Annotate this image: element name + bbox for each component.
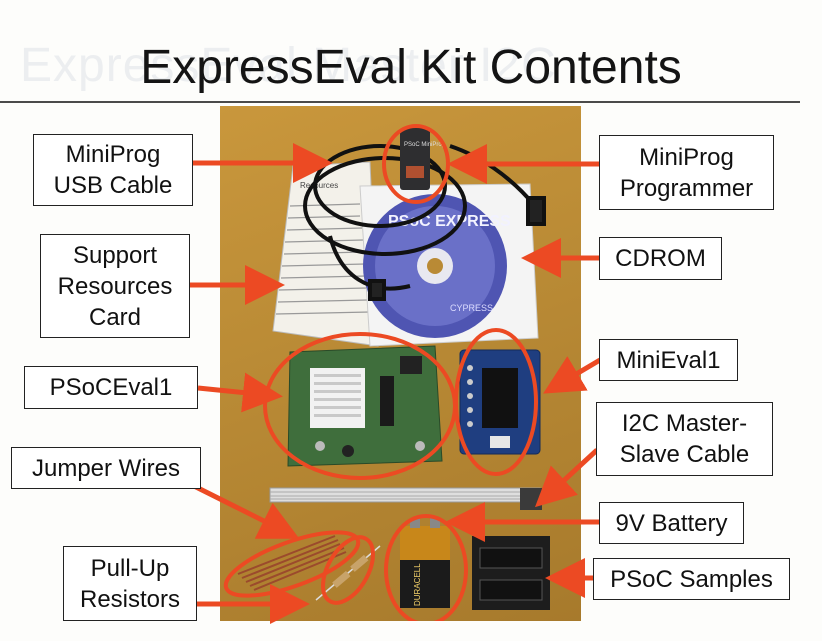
label-pull-up-resistors: Pull-Up Resistors xyxy=(63,546,197,621)
label-cdrom: CDROM xyxy=(599,237,722,280)
background-watermark-text: ExpressEval Master I2C xyxy=(20,39,557,92)
arrow-i2c-cable xyxy=(534,448,599,508)
label-psoceval1: PSoCEval1 xyxy=(24,366,198,409)
kit-photo: Resources PSoC EXPRESS CYPRESS xyxy=(220,106,581,621)
resistors-highlight xyxy=(321,535,375,605)
arrow-minieval1 xyxy=(543,356,602,394)
label-jumper-wires: Jumper Wires xyxy=(11,447,201,489)
kit-photo-illustration: Resources PSoC EXPRESS CYPRESS xyxy=(223,124,550,621)
label-i2c-master-slave-cable: I2C Master- Slave Cable xyxy=(596,402,773,476)
label-9v-battery: 9V Battery xyxy=(599,502,744,544)
miniprog-device: PSoC MiniProg xyxy=(400,128,445,190)
label-support-resources-card: Support Resources Card xyxy=(40,234,190,338)
page-title: ExpressEval Kit Contents xyxy=(140,41,682,94)
psoc-samples xyxy=(472,536,550,610)
arrow-jumper-wires xyxy=(186,480,300,539)
card-title-text: Resources xyxy=(300,181,338,190)
miniprog-device-label: PSoC MiniProg xyxy=(404,142,445,148)
arrow-psoceval1 xyxy=(197,372,283,413)
title-divider xyxy=(0,101,800,103)
label-psoc-samples: PSoC Samples xyxy=(593,558,790,600)
pull-up-resistors xyxy=(315,545,381,601)
psoceval1-board xyxy=(287,345,443,467)
battery-9v: DURACELL xyxy=(400,518,450,608)
minieval1-board xyxy=(459,349,541,455)
battery-brand-text: DURACELL xyxy=(413,563,422,606)
jumper-wires xyxy=(237,535,347,591)
battery-highlight xyxy=(384,514,468,621)
label-miniprog-programmer: MiniProg Programmer xyxy=(599,135,774,210)
cd-brand-text: CYPRESS xyxy=(450,303,493,313)
label-minieval1: MiniEval1 xyxy=(599,339,738,381)
label-miniprog-usb-cable: MiniProg USB Cable xyxy=(33,134,193,206)
minieval1-highlight xyxy=(454,328,538,476)
